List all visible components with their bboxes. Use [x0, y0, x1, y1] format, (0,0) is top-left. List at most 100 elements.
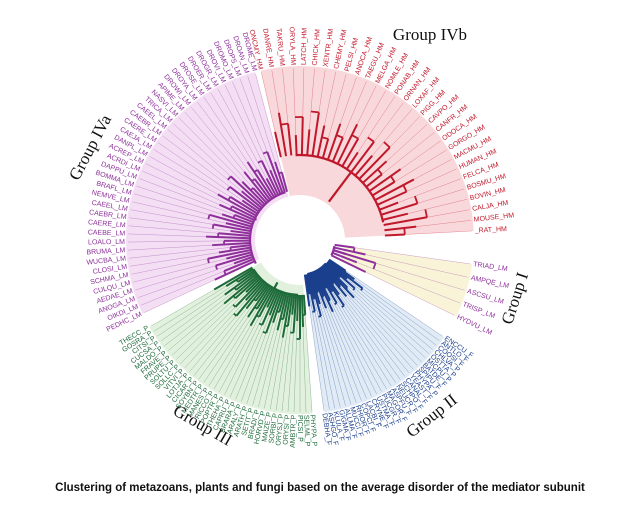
leaf-label: ORYSJ_P — [275, 413, 285, 446]
trunk-ivb — [328, 171, 353, 203]
phylogenetic-tree: _RAT_HMMOUSE_HMCALJA_HMBOVIN_HMBOSMU_HMF… — [65, 25, 532, 450]
branch — [311, 272, 328, 309]
branch — [316, 125, 326, 158]
branch — [276, 293, 288, 331]
branch — [313, 271, 334, 313]
branch — [234, 214, 254, 224]
leaf-label: BRUMA_LM — [86, 247, 125, 256]
branch — [328, 258, 347, 272]
leaf-label: ASCSU_LM — [466, 288, 504, 306]
branch — [322, 265, 341, 287]
branch — [350, 141, 375, 173]
leaf-label: SELML_P — [302, 415, 310, 447]
branch — [277, 112, 288, 157]
branch — [229, 186, 261, 211]
branch — [265, 291, 283, 334]
branch — [320, 267, 335, 285]
branch — [249, 287, 274, 327]
branch — [286, 294, 294, 327]
branch — [245, 282, 267, 310]
branch — [241, 199, 260, 213]
branch — [218, 246, 251, 254]
leaf-label: TAKRU_HM — [274, 28, 285, 67]
branch — [292, 294, 298, 333]
branch — [327, 260, 364, 290]
branch — [272, 291, 284, 324]
branch — [304, 274, 311, 295]
branch — [311, 112, 320, 157]
branch — [255, 283, 269, 302]
branch — [218, 232, 251, 237]
leaf-label: TRIAD_LM — [473, 261, 508, 273]
branch — [318, 268, 345, 307]
branch — [230, 244, 251, 249]
branch — [321, 138, 330, 159]
branch — [380, 202, 418, 216]
leaf-label: CAEBR_LM — [89, 209, 127, 221]
branch — [306, 129, 311, 156]
branch — [374, 178, 415, 201]
branch — [296, 294, 300, 321]
branch — [218, 203, 255, 221]
branch — [333, 246, 366, 256]
branch — [324, 264, 349, 289]
branch — [225, 268, 254, 287]
branch — [317, 269, 334, 293]
leaf-label: _RAT_HM — [474, 226, 508, 235]
branch — [224, 271, 257, 296]
branch — [215, 253, 253, 267]
leaf-label: ORYSI_P — [283, 414, 292, 445]
branch — [253, 178, 271, 201]
branch — [252, 187, 268, 204]
branch — [280, 172, 289, 192]
branch — [300, 294, 305, 327]
branch — [282, 293, 290, 320]
branch — [241, 190, 263, 209]
branch — [261, 289, 279, 326]
branch — [212, 241, 251, 247]
leaf-label: CAERE_LM — [88, 219, 126, 229]
leaf-label: LATCH_HM — [301, 28, 309, 66]
branch — [247, 285, 271, 318]
branch — [327, 259, 355, 281]
branch — [206, 235, 251, 240]
branch — [312, 271, 325, 297]
leaf-label: PICSI_P — [296, 415, 303, 442]
sector-i — [340, 246, 473, 317]
branch — [332, 251, 358, 264]
branch — [323, 264, 355, 299]
branch — [331, 137, 344, 162]
branch — [241, 181, 266, 206]
branch — [209, 213, 253, 228]
branch — [319, 267, 340, 295]
branch — [384, 225, 417, 232]
branch — [306, 274, 316, 312]
branch — [326, 261, 348, 280]
leaf-label: DEBHA_F — [321, 413, 332, 446]
branch — [258, 288, 276, 318]
branch — [213, 223, 251, 233]
leaf-label: MOUSE_HM — [473, 212, 514, 224]
branch — [384, 233, 405, 237]
branch — [287, 123, 293, 156]
branch — [316, 269, 338, 304]
branch — [365, 173, 383, 188]
branch — [368, 168, 402, 192]
branch — [302, 294, 307, 315]
leaf-label: XENTR_HM — [323, 28, 336, 67]
branch — [362, 160, 388, 184]
branch — [341, 138, 360, 167]
branch — [321, 266, 348, 298]
branch — [213, 266, 253, 291]
branch — [235, 281, 266, 317]
branch — [325, 262, 356, 290]
branch — [371, 181, 396, 197]
branch — [223, 258, 255, 273]
branch — [308, 273, 322, 317]
branch — [274, 131, 282, 158]
branch — [229, 195, 259, 215]
branch — [314, 270, 331, 301]
branch — [274, 161, 286, 193]
branch — [376, 190, 407, 206]
branch — [231, 205, 256, 219]
